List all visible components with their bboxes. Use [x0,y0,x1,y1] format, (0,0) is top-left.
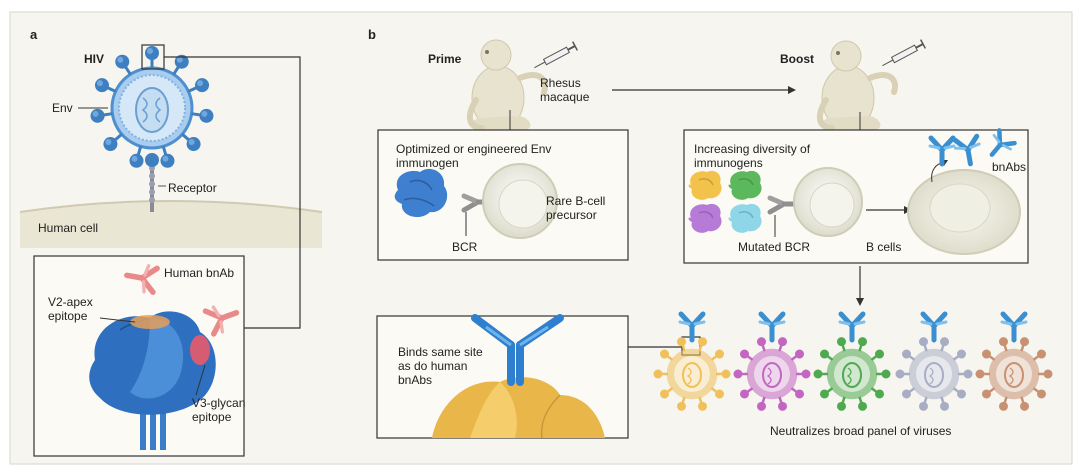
binds-same-site-label: Binds same site as do human bnAbs [398,345,483,387]
bound-bnab-antibody [471,314,564,386]
neutralized-virus [733,337,811,411]
neutralized-virus [653,337,731,411]
immunogen-diversity-label: Increasing diversity of immunogens [694,142,811,170]
virus-bound-bnab [1000,311,1028,343]
secreted-bnab [952,133,981,167]
bnabs-label: bnAbs [992,160,1027,174]
zoom-connector [164,56,301,329]
env-label: Env [52,101,73,115]
env-spike [115,54,132,76]
human-cell-label: Human cell [38,221,99,235]
env-spike [172,54,189,76]
env-spike [90,108,113,123]
boost-macaque [816,40,898,131]
human-bnab-antibodies [124,264,240,337]
human-cell-membrane [20,201,322,248]
prime-label: Prime [428,52,462,66]
pink-bnab [202,305,240,337]
virus-bound-bnab [678,311,706,343]
neutralized-virus [895,337,973,411]
virus-panel [653,311,1053,411]
secreted-bnabs [928,128,1017,167]
bound-env-trimer [432,377,605,439]
env-spike [103,133,123,152]
env-spikes [90,46,214,168]
boost-syringe-icon [882,39,927,67]
rhesus-macaque-label: Rhesus macaque [540,76,590,104]
env-immunogen-label: Optimized or engineered Env immunogen [396,142,552,170]
panel-b [376,39,1053,439]
panel-b-letter: b [368,27,376,42]
env-spike [181,133,201,152]
immunogen-variant [728,203,762,233]
panel-a-letter: a [30,27,38,42]
bcells-label: B cells [866,240,902,254]
immunogen-variant [728,170,762,200]
v2-apex-epitope-label: V2-apex epitope [48,295,93,323]
immunogen-variant [688,203,722,233]
diverse-immunogens [688,170,762,233]
secreted-bnab [928,135,956,167]
virus-bound-bnab [838,311,866,343]
env-spike [94,78,117,93]
v3-glycan-epitope-label: V3-glycan epitope [192,396,246,424]
receptor-label: Receptor [168,181,217,195]
v3-glycan-epitope-patch [190,335,210,365]
neutralizes-label: Neutralizes broad panel of viruses [770,424,952,438]
boost-label: Boost [780,52,814,66]
secreted-bnab [989,128,1017,157]
pink-bnab [124,264,160,295]
prime-macaque [466,39,548,131]
v2-apex-epitope-patch [130,315,170,329]
env-spike [129,145,144,168]
prime-syringe-icon [534,41,579,69]
hiv-label: HIV [84,52,105,66]
env-spike [160,145,175,168]
env-trimer [89,311,216,450]
virus-bound-bnab [758,311,786,343]
panel-a [19,44,323,457]
immunogen-variant [688,170,722,200]
hiv-virion [110,66,194,150]
rare-precursor-label: Rare B-cell precursor [546,194,606,222]
neutralized-virus [975,337,1053,411]
human-bnab-label: Human bnAb [164,266,235,280]
env-spike [145,46,159,68]
virus-bound-bnab [920,311,948,343]
neutralized-virus [813,337,891,411]
env-spike [187,78,210,93]
mutated-bcr-label: Mutated BCR [738,240,811,254]
bcr-label: BCR [452,240,478,254]
env-spike-bound [145,153,159,167]
env-spike [191,108,214,123]
prime-immunogen [394,168,448,218]
